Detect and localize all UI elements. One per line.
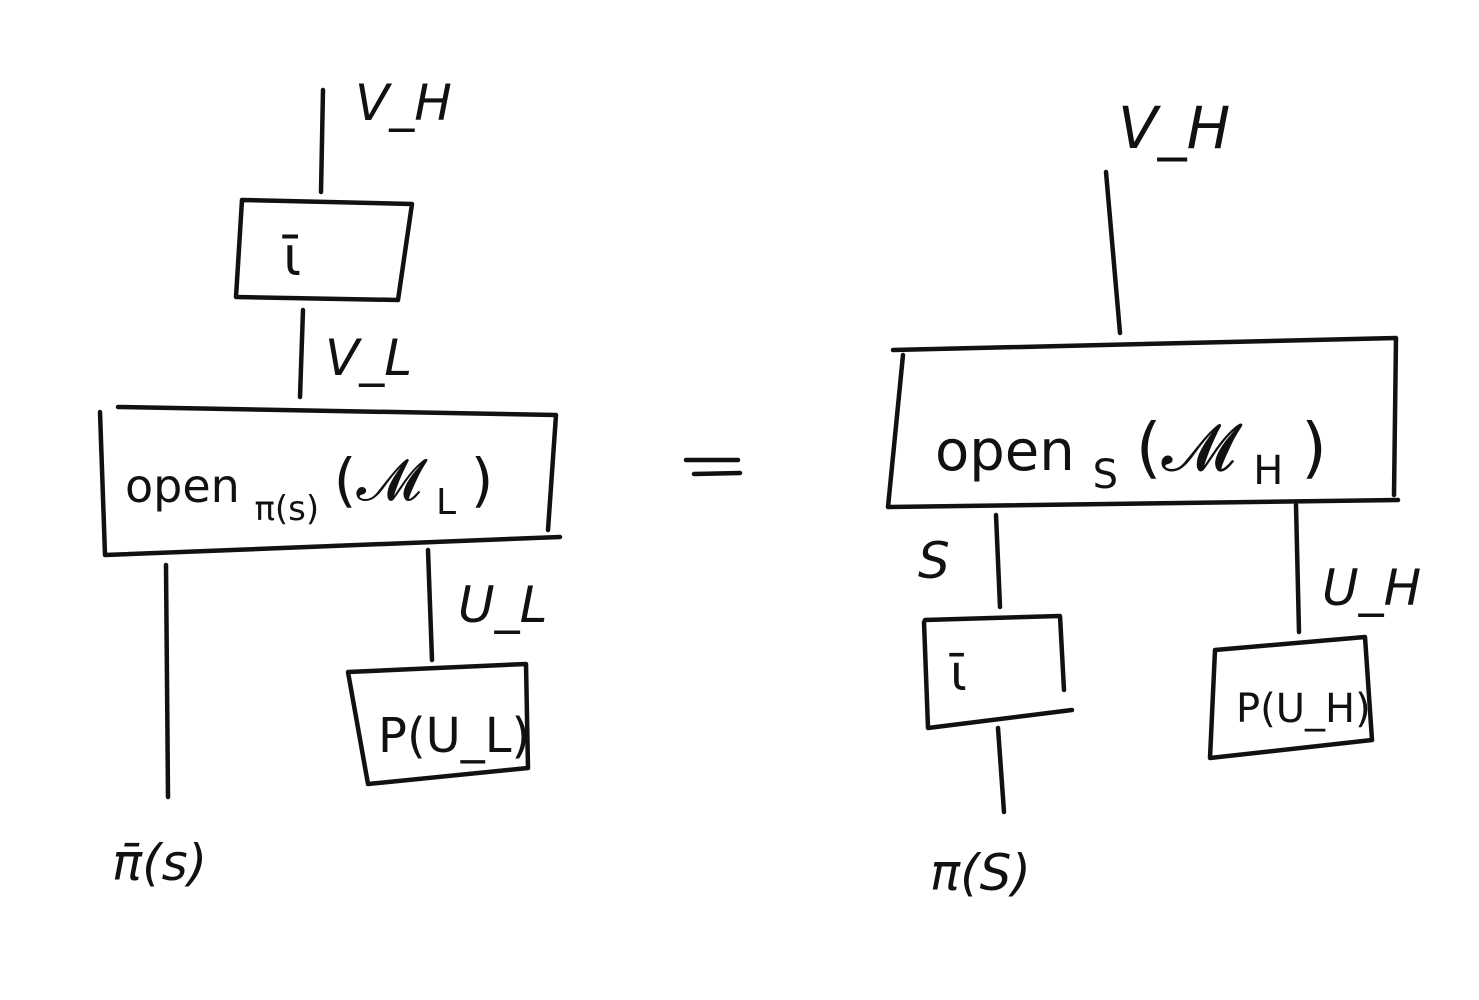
- equals-sign: [683, 457, 743, 477]
- right-s-wire: [993, 512, 1003, 610]
- right-open-box: [885, 335, 1401, 510]
- left-open-word: open: [125, 459, 240, 513]
- left-open-arg-close: ): [471, 446, 494, 514]
- left-diagram: V_H ῑ V_L open π(s) (𝓜 L ) π̄(s) U_L P(U…: [97, 74, 563, 892]
- left-open-arg: (𝓜: [334, 446, 429, 514]
- right-open-arg-close: ): [1301, 409, 1327, 486]
- right-top-wire: [1103, 169, 1123, 336]
- left-middle-wire-label: V_L: [325, 329, 412, 387]
- left-open-box: [97, 404, 563, 558]
- right-open-subscript: S: [1093, 452, 1118, 498]
- right-iota-bar-label: ῑ: [949, 644, 967, 702]
- right-uh-wire-label: U_H: [1322, 559, 1421, 617]
- left-top-wire-label: V_H: [355, 74, 452, 132]
- svg-text:open S (𝓜: open S (𝓜 H ): [935, 409, 1327, 502]
- left-right-wire: [425, 547, 435, 663]
- right-s-wire-label: S: [918, 532, 950, 590]
- right-iota-bar-box: [921, 613, 1075, 731]
- right-prob-box: [1207, 634, 1375, 761]
- left-open-box-label: open π(s) (𝓜 L ): [125, 446, 493, 531]
- left-bottom-wire: [163, 562, 171, 800]
- left-bottom-wire-label: π̄(s): [112, 834, 207, 892]
- right-open-arg-sub: H: [1253, 448, 1283, 494]
- right-open-box-label: open S (𝓜 H ): [935, 409, 1327, 502]
- right-bottom-wire-label: π(S): [930, 844, 1031, 902]
- left-open-subscript: π(s): [254, 489, 319, 529]
- left-prob-box: [345, 661, 531, 787]
- left-iota-bar-label: ῑ: [282, 225, 301, 288]
- left-open-arg-sub: L: [436, 482, 456, 523]
- right-open-word: open: [935, 419, 1075, 484]
- left-prob-label: P(U_L): [378, 708, 530, 764]
- right-top-wire-label: V_H: [1118, 94, 1230, 162]
- left-top-wire: [318, 87, 326, 195]
- right-diagram: V_H open S (𝓜 H ) S ῑ π(S) U_H P(U_H): [885, 94, 1421, 902]
- right-uh-wire: [1293, 502, 1302, 635]
- left-right-wire-label: U_L: [458, 576, 547, 634]
- left-middle-wire: [297, 307, 306, 400]
- right-lower-wire: [995, 725, 1007, 815]
- left-iota-bar-box: [233, 197, 415, 303]
- svg-text:open π(s) (𝓜: open π(s) (𝓜 L ): [125, 446, 493, 531]
- right-prob-label: P(U_H): [1236, 686, 1371, 732]
- right-open-arg: (𝓜: [1136, 409, 1243, 486]
